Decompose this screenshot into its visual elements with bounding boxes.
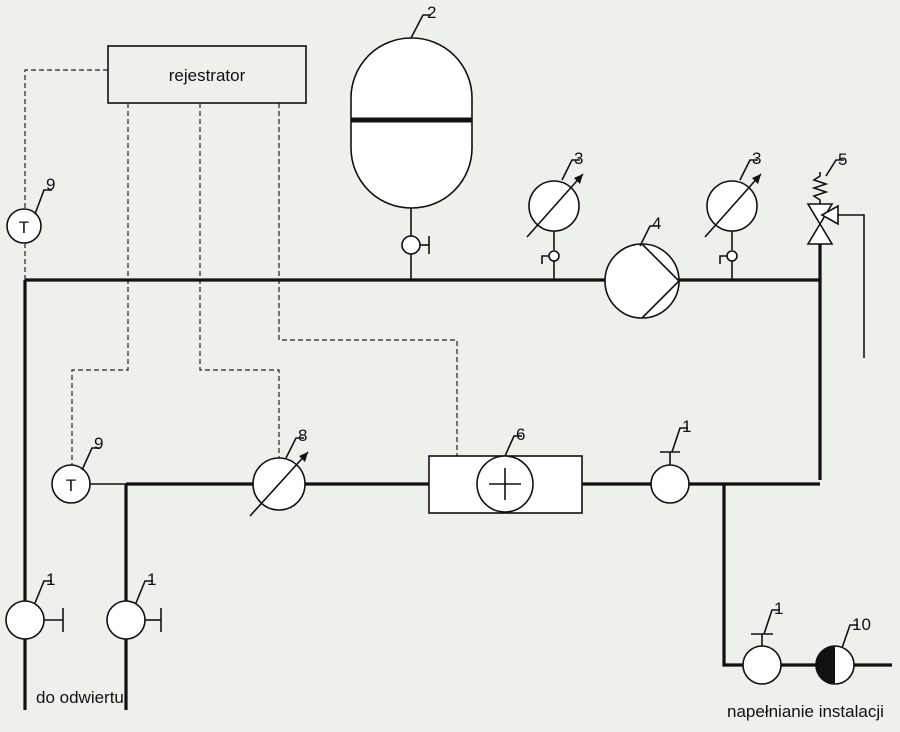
callout-leader-9-top: [34, 189, 52, 215]
callout-4: 4: [652, 214, 661, 233]
callout-9-lower: 9: [94, 434, 103, 453]
callout-leader-4: [639, 225, 658, 247]
callout-1c: 1: [147, 570, 156, 589]
callout-5: 5: [838, 150, 847, 169]
fill-label: napełnianie instalacji: [727, 702, 884, 721]
callout-leader-6: [504, 435, 522, 457]
callout-1b: 1: [46, 570, 55, 589]
recorder-label: rejestrator: [169, 66, 246, 85]
signal-line-thermometer-left: [71, 103, 129, 465]
manometer-2: 3: [704, 149, 762, 280]
recorder-box: rejestrator: [107, 45, 307, 104]
valve-second-riser: 1: [106, 570, 162, 640]
heater: 6: [428, 425, 583, 514]
callout-2: 2: [427, 3, 436, 22]
flow-meter: 8: [249, 426, 309, 517]
callout-3b: 3: [752, 149, 761, 168]
valve-left-riser: 1: [5, 570, 64, 640]
thermometer-lower: T 9: [51, 434, 126, 504]
thermometer-top-letter: T: [19, 218, 29, 237]
valve-fill-branch: 1: [742, 599, 783, 685]
callout-leader-1d: [763, 609, 780, 635]
signal-lines: [24, 69, 458, 465]
pump: 4: [604, 214, 681, 319]
callout-10: 10: [852, 615, 871, 634]
callout-leader-1c: [135, 580, 153, 604]
callout-leader-3b: [739, 159, 758, 181]
signal-line-thermometer-top: [24, 69, 108, 280]
manometer-1: 3: [526, 149, 584, 280]
callout-1d: 1: [774, 599, 783, 618]
callout-3a: 3: [574, 149, 583, 168]
thermometer-top: T 9: [6, 175, 55, 244]
signal-line-heater: [278, 103, 458, 456]
callout-leader-3a: [561, 159, 580, 181]
callout-1a: 1: [682, 417, 691, 436]
callout-6: 6: [516, 425, 525, 444]
pipe-fill-branch: [722, 484, 892, 667]
safety-valve: 5: [806, 150, 847, 280]
pipe-top-loop: [25, 278, 822, 480]
callout-leader-8: [285, 437, 304, 459]
thermometer-lower-letter: T: [66, 476, 76, 495]
well-label: do odwiertu: [36, 688, 124, 707]
callout-8: 8: [298, 426, 307, 445]
safety-valve-outlet: [838, 214, 865, 358]
callout-leader-2: [410, 14, 431, 39]
callout-leader-1b: [34, 580, 52, 604]
callout-leader-1a: [671, 427, 688, 453]
callout-9-top: 9: [46, 175, 55, 194]
expansion-vessel: 2: [350, 3, 473, 280]
signal-line-flowmeter: [199, 103, 280, 460]
callout-leader-10: [841, 624, 858, 649]
callout-leader-5: [825, 159, 844, 177]
valve-lower-horizontal: 1: [650, 417, 691, 504]
callout-leader-9-lower: [81, 447, 100, 471]
check-valve: 10: [815, 615, 871, 685]
